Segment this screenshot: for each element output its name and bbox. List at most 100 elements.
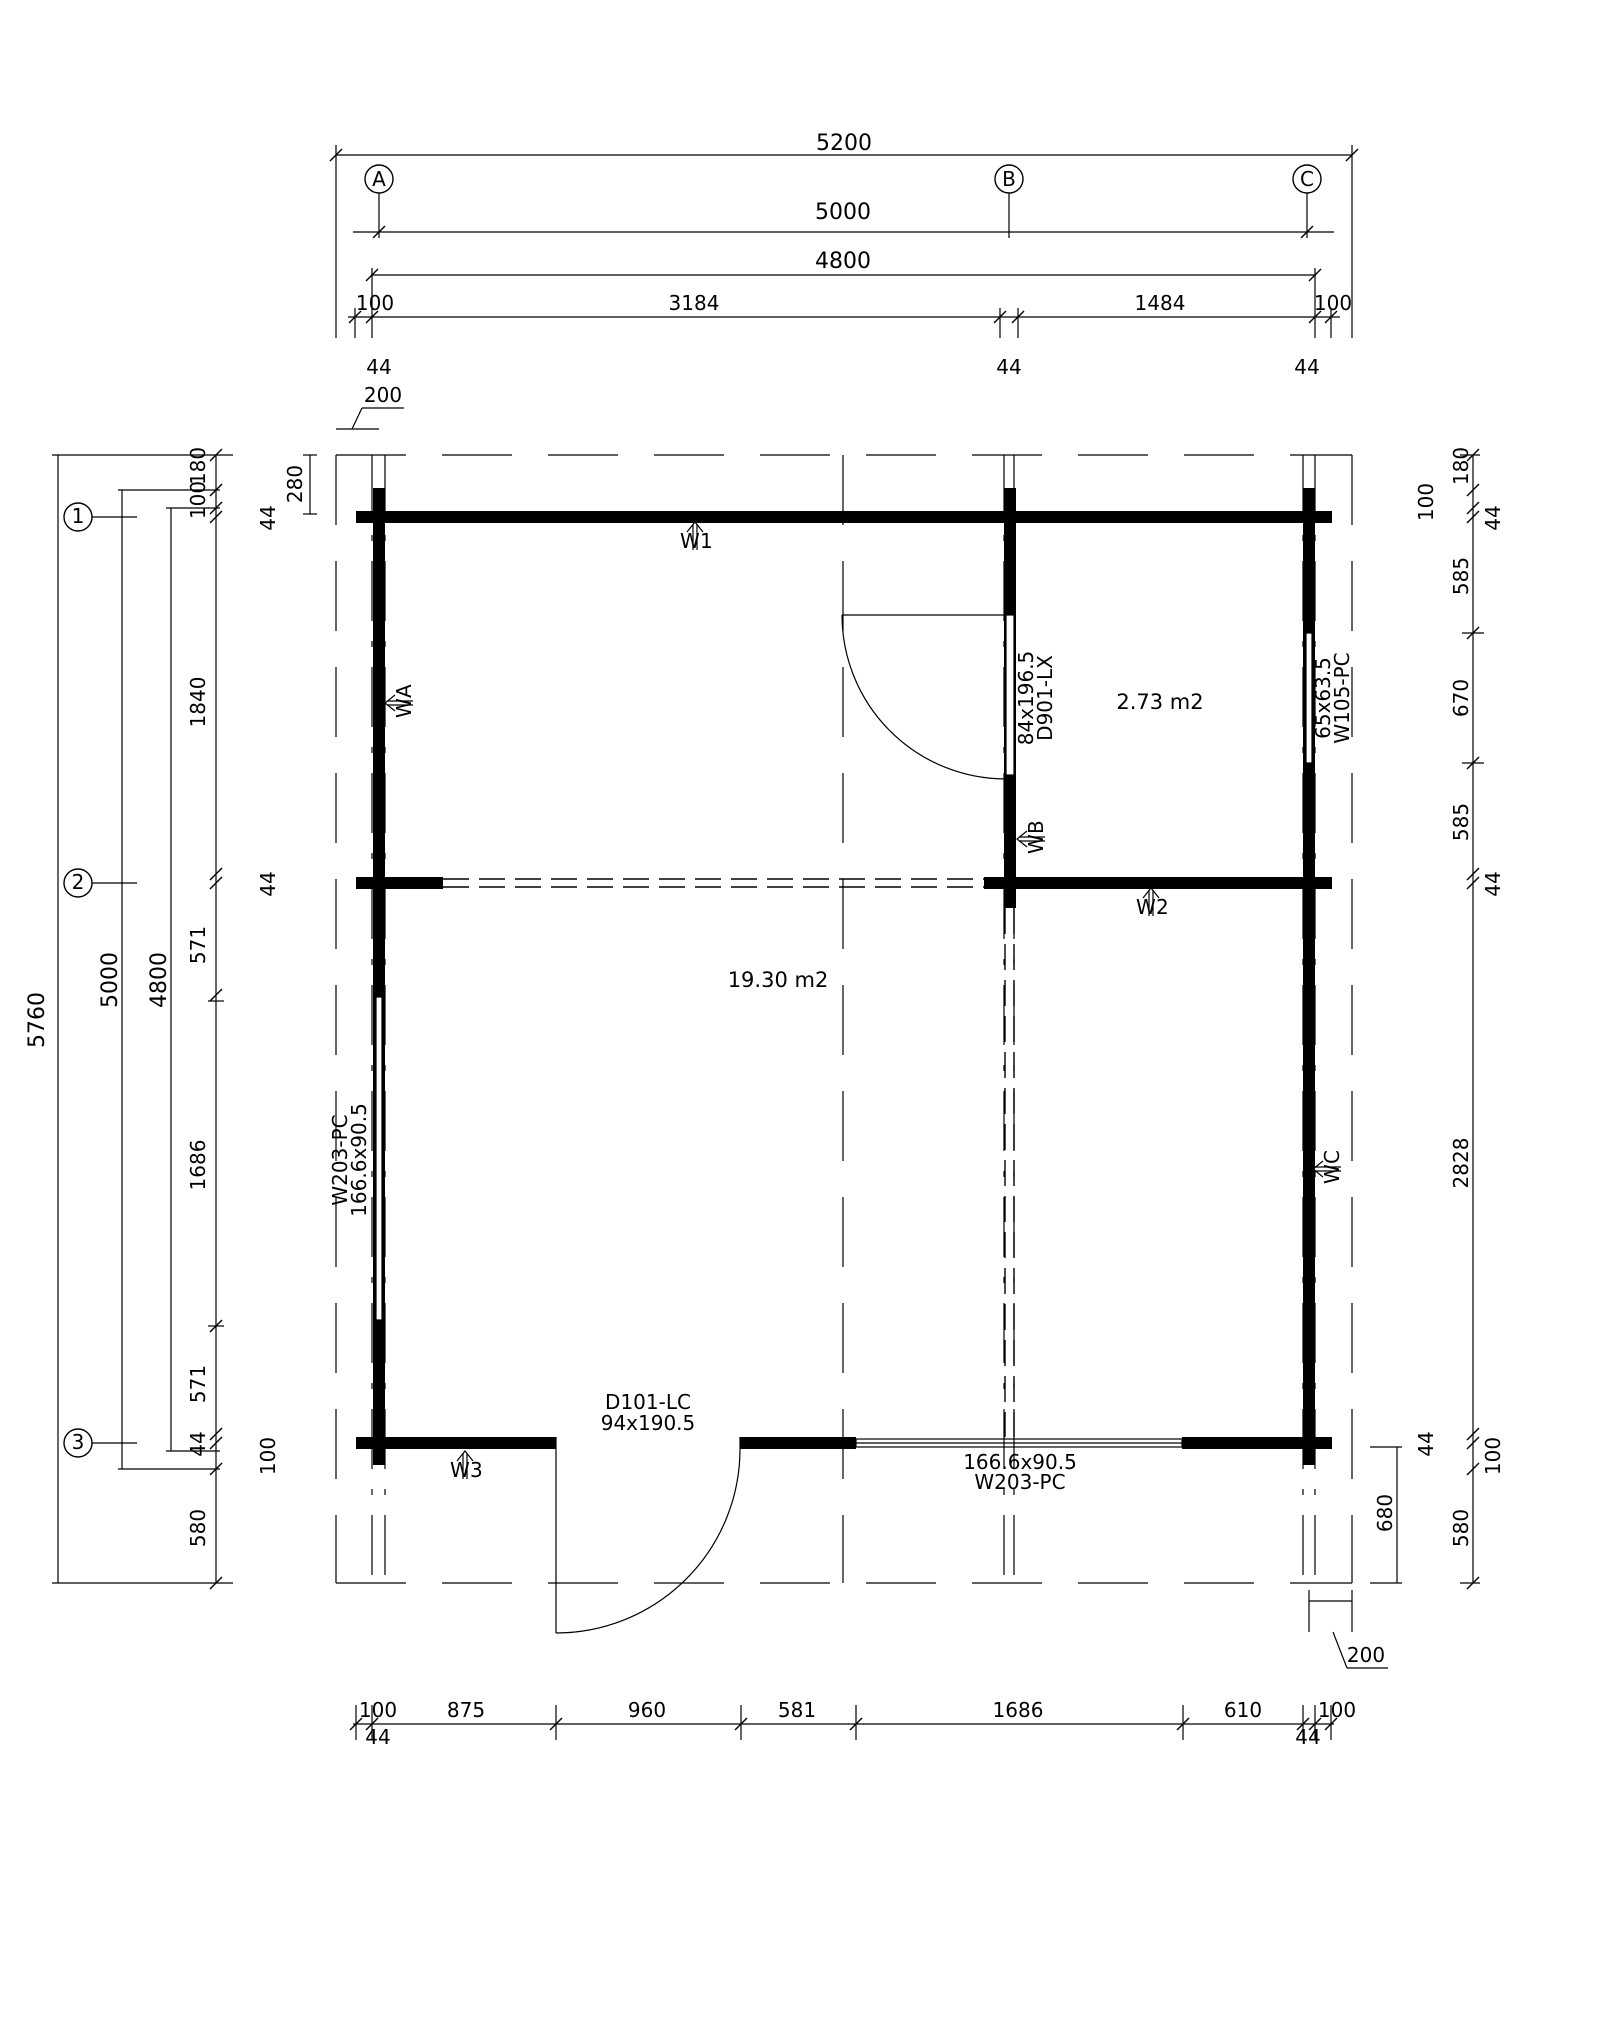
svg-text:W: W <box>1320 1164 1344 1184</box>
dim-bottom-seg1: 875 <box>447 1698 485 1722</box>
dim-left-wall-3: 44 <box>186 1431 210 1456</box>
wall-marker-b: W B <box>1016 820 1048 854</box>
grid-label-a: A <box>372 167 386 191</box>
dim-bottom-seg2: 960 <box>628 1698 666 1722</box>
dim-top-offset-right: 100 <box>1314 291 1352 315</box>
wall-middle-left-stub <box>356 877 443 889</box>
svg-text:W: W <box>1024 834 1048 854</box>
grid-label-2: 2 <box>72 870 85 894</box>
dim-left-bottom-offset: 100 <box>256 1437 280 1475</box>
dim-top-seg2: 1484 <box>1135 291 1186 315</box>
dim-bottom-wall-left: 44 <box>365 1725 390 1749</box>
room-areas: 19.30 m2 2.73 m2 <box>728 690 1204 992</box>
dim-bottom-offset-left: 100 <box>359 1698 397 1722</box>
wall-marker-1: W 1 <box>680 521 713 553</box>
dim-right-step: 680 <box>1373 1494 1397 1532</box>
dim-right-seg4: 2828 <box>1449 1138 1473 1189</box>
dim-top-offset-left: 100 <box>356 291 394 315</box>
walls <box>356 488 1332 1465</box>
dim-right-wall-1: 44 <box>1481 505 1505 530</box>
door-inner-code: D901-LX <box>1033 655 1057 741</box>
dim-right-wall-3: 44 <box>1414 1431 1438 1456</box>
dim-bottom-seg5: 610 <box>1224 1698 1262 1722</box>
dim-right-wall-2: 44 <box>1481 871 1505 896</box>
dim-right-top-offset: 100 <box>1414 483 1438 521</box>
dim-overhang-top: 200 <box>364 383 402 407</box>
svg-text:1: 1 <box>700 529 713 553</box>
room-small-area: 2.73 m2 <box>1116 690 1203 714</box>
dim-bottom-seg4: 1686 <box>993 1698 1044 1722</box>
door-entry-swing <box>555 1448 741 1634</box>
dim-top-wall-b: 44 <box>996 355 1021 379</box>
svg-text:W: W <box>450 1458 470 1482</box>
top-dimensions: 5200 A B C 5000 4800 100 <box>329 131 1359 430</box>
svg-text:W: W <box>392 698 416 718</box>
window-left-size: 166.6x90.5 <box>347 1103 371 1217</box>
door-entry-size: 94x190.5 <box>601 1411 696 1435</box>
svg-text:3: 3 <box>470 1458 483 1482</box>
dim-left-bottom-eave: 580 <box>186 1509 210 1547</box>
wall-bottom-left <box>356 1437 556 1449</box>
grid-label-c: C <box>1300 167 1314 191</box>
wall-marker-a: W A <box>384 684 416 718</box>
window-bottom-size: 166.6x90.5 <box>963 1450 1077 1474</box>
dim-top-overall: 5200 <box>816 131 872 156</box>
bottom-dimensions: 100 44 875 960 581 1686 610 44 100 <box>349 1698 1356 1749</box>
dim-left-wall-2: 44 <box>256 871 280 896</box>
dim-left-seg1: 1840 <box>186 677 210 728</box>
grid-label-b: B <box>1002 167 1016 191</box>
room-main-area: 19.30 m2 <box>728 968 829 992</box>
dim-top-seg1: 3184 <box>669 291 720 315</box>
wall-middle-right <box>984 877 1332 889</box>
svg-text:A: A <box>392 684 416 698</box>
wall-markers: W 1 W 2 W 3 W A W <box>384 521 1344 1482</box>
dim-top-inner: 4800 <box>815 249 871 274</box>
dim-bottom-offset-right: 100 <box>1318 1698 1356 1722</box>
left-dimensions: 5760 5000 4800 1 2 3 <box>25 447 317 1590</box>
dim-left-axis: 5000 <box>98 952 123 1008</box>
wall-marker-3: W 3 <box>450 1450 483 1482</box>
dim-left-seg3: 1686 <box>186 1140 210 1191</box>
svg-text:2: 2 <box>1156 895 1169 919</box>
dim-top-wall-c: 44 <box>1294 355 1319 379</box>
dim-bottom-seg3: 581 <box>778 1698 816 1722</box>
door-inner-size: 84x196.5 <box>1014 651 1038 746</box>
window-bottom-code: W203-PC <box>974 1470 1065 1494</box>
dim-left-top-offset: 100 <box>186 481 210 519</box>
window-left-code: W203-PC <box>328 1114 352 1205</box>
svg-text:B: B <box>1024 820 1048 834</box>
wall-bottom-right <box>1182 1437 1332 1449</box>
svg-text:W: W <box>680 529 700 553</box>
wall-bottom-mid <box>740 1437 856 1449</box>
dim-left-seg4: 571 <box>186 1365 210 1403</box>
dim-right-seg2: 670 <box>1449 679 1473 717</box>
axes-and-eaves <box>335 454 1353 1584</box>
dim-top-axis: 5000 <box>815 200 871 225</box>
door-entry-code: D101-LC <box>605 1390 691 1414</box>
dim-top-wall-a: 44 <box>366 355 391 379</box>
wall-marker-c: W C <box>1312 1150 1344 1184</box>
window-left <box>375 996 383 1321</box>
wall-marker-2: W 2 <box>1136 887 1169 919</box>
door-inner-swing <box>841 614 1007 780</box>
window-small-size: 65x63.5 <box>1311 657 1335 739</box>
dim-left-top-eave: 180 <box>186 447 210 485</box>
openings <box>375 614 1313 1634</box>
dim-right-top-eave: 180 <box>1449 447 1473 485</box>
hidden-lines <box>443 878 1015 1437</box>
dim-left-overall: 5760 <box>25 992 50 1048</box>
grid-label-3: 3 <box>72 1430 85 1454</box>
grid-label-1: 1 <box>72 504 85 528</box>
svg-text:W: W <box>1136 895 1156 919</box>
svg-text:C: C <box>1320 1150 1344 1164</box>
dim-right-bottom-offset: 100 <box>1481 1437 1505 1475</box>
right-dimensions: 180 100 44 585 670 585 44 2828 44 100 58… <box>1308 447 1505 1669</box>
dim-overhang-bottom: 200 <box>1347 1643 1385 1667</box>
dim-bottom-wall-right: 44 <box>1295 1725 1320 1749</box>
dim-left-inner: 4800 <box>147 952 172 1008</box>
dim-right-seg3: 585 <box>1449 803 1473 841</box>
dim-eave-left: 280 <box>283 465 307 503</box>
window-small-right <box>1305 632 1313 764</box>
dim-right-seg1: 585 <box>1449 557 1473 595</box>
